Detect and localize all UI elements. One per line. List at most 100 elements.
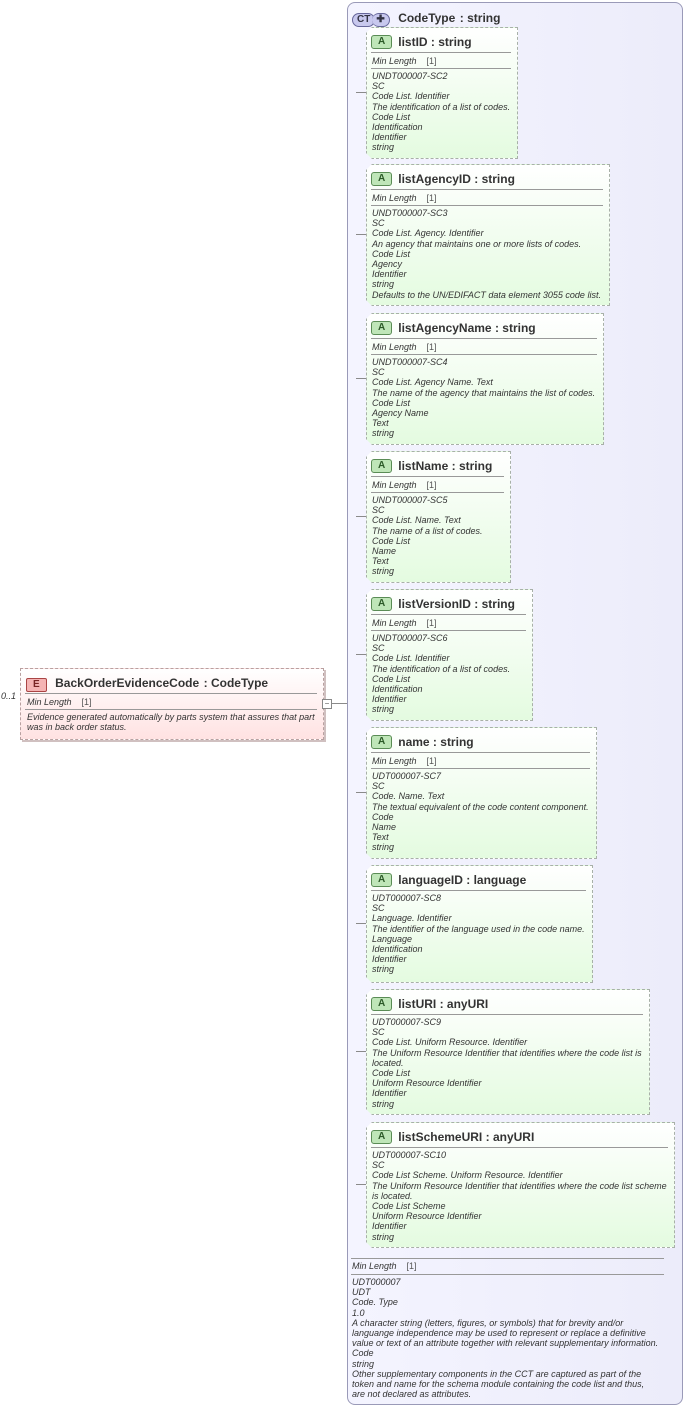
description-line: string <box>352 1358 375 1369</box>
description-line: Evidence generated automatically by part… <box>27 712 315 722</box>
attribute-name: name <box>398 735 430 749</box>
attribute-facet: Min Length[1] <box>372 618 437 628</box>
attribute-badge: A <box>371 597 392 611</box>
attribute-connector <box>356 654 366 655</box>
description-line: Identifier <box>372 1221 407 1232</box>
description-line: string <box>372 428 395 439</box>
attribute-type: anyURI <box>492 1130 535 1144</box>
description-line: Identification <box>372 684 423 695</box>
description-line: Code List. Agency Name. Text <box>372 377 493 388</box>
attribute-facet: Min Length[1] <box>372 56 437 66</box>
description-line: Code List <box>372 248 411 259</box>
description-line: Name <box>372 822 397 833</box>
attribute-badge: A <box>371 321 392 335</box>
attribute-badge: A <box>371 1130 392 1144</box>
description-line: The Uniform Resource Identifier that ide… <box>372 1047 642 1058</box>
description-line: Identification <box>372 122 423 133</box>
element-cardinality: 0..1 <box>1 691 17 701</box>
description-line: UNDT000007-SC2 <box>372 71 448 81</box>
description-line: The name of a list of codes. <box>372 525 483 536</box>
attribute-connector <box>356 923 366 924</box>
attribute-type: string <box>458 459 493 473</box>
description-line: The textual equivalent of the code conte… <box>372 801 589 812</box>
description-line: Code <box>352 1348 374 1359</box>
element-description: Evidence generated automatically by part… <box>27 712 315 732</box>
description-line: string <box>372 842 395 853</box>
description-line: Language. Identifier <box>372 913 452 924</box>
collapse-toggle-icon[interactable]: − <box>322 699 332 709</box>
description-line: The identification of a list of codes. <box>372 663 511 674</box>
attribute-type: string <box>440 735 474 749</box>
complex-type-facet: Min Length[1] <box>352 1261 417 1271</box>
element-facet: Min Length[1] <box>27 697 92 707</box>
description-line: Agency Name <box>372 408 429 419</box>
description-line: The identification of a list of codes. <box>372 101 511 112</box>
description-line: Text <box>372 556 389 567</box>
description-line: Other supplementary components in the CC… <box>352 1368 642 1379</box>
description-line: Language <box>372 933 413 944</box>
attribute-facet: Min Length[1] <box>372 756 437 766</box>
description-line: Code List Scheme <box>372 1201 446 1212</box>
description-line: Code List <box>372 111 411 122</box>
description-line: Identifier <box>372 269 407 280</box>
attribute-name: listAgencyName <box>398 321 492 335</box>
description-line: Code. Type <box>352 1297 398 1308</box>
complex-type-header: CT✚ CodeType : string <box>352 9 500 27</box>
description-line: was in back order status. <box>27 722 127 733</box>
description-line: UNDT000007-SC5 <box>372 495 448 505</box>
description-line: string <box>372 1231 395 1242</box>
attribute-facet: Min Length[1] <box>372 480 437 490</box>
description-line: string <box>372 566 395 577</box>
description-line: Agency <box>372 259 403 270</box>
description-line: Identifier <box>372 954 407 965</box>
description-line: languange independence may be used to re… <box>352 1328 646 1339</box>
description-line: The name of the agency that maintains th… <box>372 387 596 398</box>
element-box[interactable]: E BackOrderEvidenceCode : CodeType Min L… <box>20 668 324 740</box>
description-line: SC <box>372 903 385 914</box>
description-line: Name <box>372 546 397 557</box>
attribute-name: languageID <box>398 873 463 887</box>
description-line: UDT000007 <box>352 1277 401 1287</box>
description-line: Identification <box>372 944 423 955</box>
attribute-type: language <box>473 873 527 887</box>
description-line: Code List. Uniform Resource. Identifier <box>372 1037 528 1048</box>
description-line: The Uniform Resource Identifier that ide… <box>372 1180 667 1191</box>
attribute-name: listAgencyID <box>398 172 471 186</box>
description-line: SC <box>372 218 385 229</box>
description-line: token and name for the schema module con… <box>352 1379 645 1390</box>
description-line: Code List <box>372 535 411 546</box>
plus-icon: ✚ <box>372 13 390 27</box>
complex-type-name: CodeType <box>398 11 456 25</box>
attribute-connector <box>356 516 366 517</box>
attribute-badge: A <box>371 35 392 49</box>
description-line: are not declared as attributes. <box>352 1389 472 1400</box>
attribute-connector <box>356 234 366 235</box>
description-line: SC <box>372 1027 385 1038</box>
attribute-name: listVersionID <box>398 597 471 611</box>
description-line: Code List <box>372 397 411 408</box>
attribute-connector <box>356 792 366 793</box>
attribute-connector <box>356 1051 366 1052</box>
description-line: SC <box>372 81 385 92</box>
attribute-connector <box>356 92 366 93</box>
description-line: Text <box>372 418 389 429</box>
description-line: UNDT000007-SC3 <box>372 208 448 218</box>
